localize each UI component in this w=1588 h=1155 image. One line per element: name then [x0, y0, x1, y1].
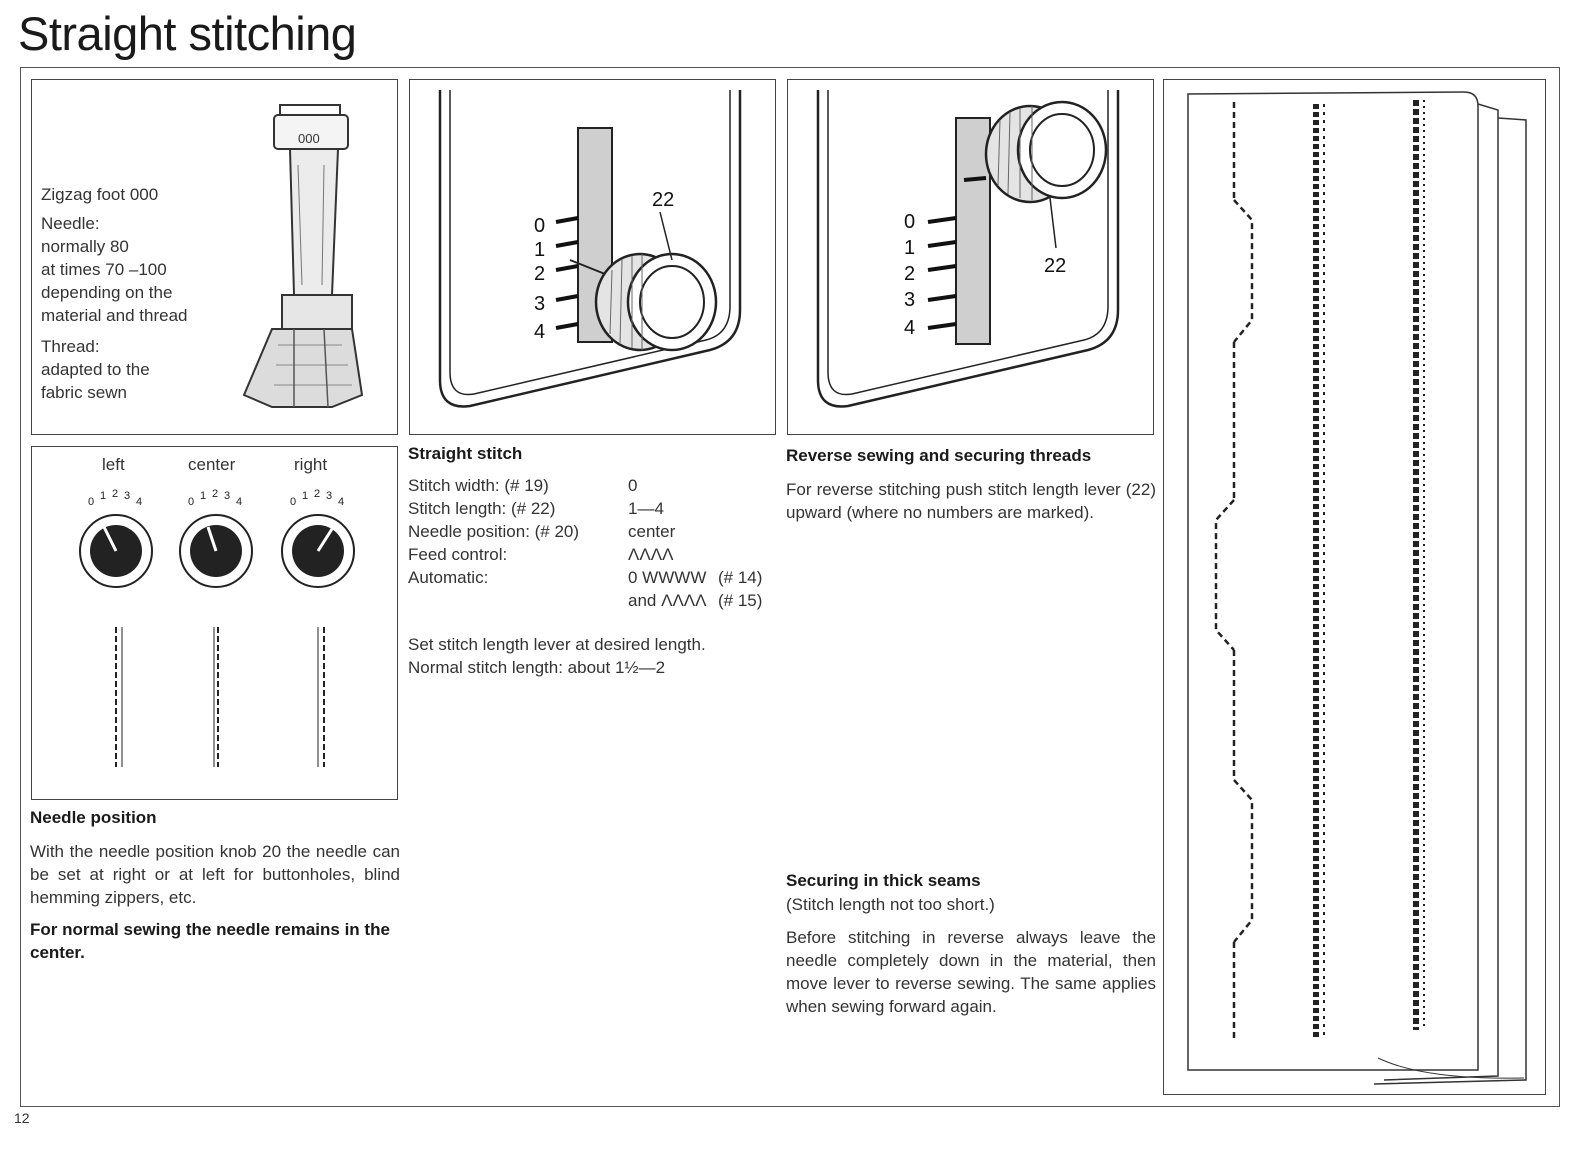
reverse-lever-illustration: 0 1 2 3 4 22 [816, 90, 1120, 408]
setting-value-stitch-length: 1—4 [628, 499, 664, 518]
needle-position-body: With the needle position knob 20 the nee… [30, 842, 400, 907]
setting-label-automatic: Automatic: [408, 568, 489, 587]
setting-label-needle-position: Needle position: (# 20) [408, 522, 580, 541]
setting-value-stitch-width: 0 [628, 476, 638, 495]
dial-left: 0 1 2 3 4 [79, 488, 153, 588]
straight-stitch-settings: Stitch width: (# 19) 0 Stitch length: (#… [408, 476, 778, 616]
scale-number-3: 3 [534, 293, 545, 315]
foot-spec-text: Zigzag foot 000 Needle: normally 80 at t… [41, 183, 251, 404]
scale-number-4: 4 [534, 321, 545, 343]
needle-note-1: depending on the [41, 283, 173, 302]
dial-label-center: center [188, 455, 236, 474]
stitch-length-note-2: Normal stitch length: about 1½—2 [408, 658, 666, 677]
dial-label-left: left [102, 455, 125, 474]
needle-label: Needle: [41, 214, 100, 233]
dial-center: 0 1 2 3 4 [179, 488, 253, 588]
dial-left-num-4: 4 [136, 496, 142, 508]
dial-center-num-1: 1 [200, 490, 206, 502]
dial-right: 0 1 2 3 4 [281, 488, 355, 588]
page-title: Straight stitching [18, 7, 357, 60]
straight-stitch-heading: Straight stitch [408, 444, 523, 463]
dial-left-num-1: 1 [100, 490, 106, 502]
page-frame [20, 67, 1560, 1107]
stitch-length-lever-illustration: 0 1 2 3 4 22 [438, 90, 742, 408]
dial-right-num-0: 0 [290, 496, 296, 508]
needle-position-panel: left center right 0 1 2 3 4 0 1 2 3 [31, 446, 398, 800]
fabric-sample-panel [1163, 79, 1546, 1095]
dial-right-num-2: 2 [314, 488, 320, 500]
setting-value-automatic: 0 WWWW [628, 568, 707, 587]
lever-callout-22: 22 [652, 189, 674, 211]
thick-seams-body: Before stitching in reverse always leave… [786, 928, 1156, 1016]
dial-right-num-3: 3 [326, 490, 332, 502]
fabric-stitch-sample-illustration [1187, 91, 1527, 1085]
dial-left-num-3: 3 [124, 490, 130, 502]
needle-position-heading: Needle position [30, 808, 157, 827]
dial-right-num-4: 4 [338, 496, 344, 508]
dial-center-num-2: 2 [212, 488, 218, 500]
foot-panel: Zigzag foot 000 Needle: normally 80 at t… [31, 79, 398, 435]
lever-figure-panel-2: 0 1 2 3 4 22 [787, 79, 1154, 435]
setting-value-needle-position: center [628, 522, 676, 541]
setting-label-stitch-length: Stitch length: (# 22) [408, 499, 556, 518]
needle-note-2: material and thread [41, 306, 188, 325]
thick-seams-subheading: (Stitch length not too short.) [786, 895, 995, 914]
setting-ref-automatic: (# 14) [718, 568, 763, 587]
thick-seams-heading: Securing in thick seams [786, 871, 981, 890]
scale-number-0: 0 [904, 211, 915, 233]
triple-seam-sample [1413, 100, 1425, 1030]
dial-center-num-4: 4 [236, 496, 242, 508]
scale-number-0: 0 [534, 215, 545, 237]
presser-foot-illustration: 000 [242, 104, 364, 408]
needle-dials-illustration: 0 1 2 3 4 0 1 2 3 4 0 1 [79, 488, 355, 767]
dial-left-num-2: 2 [112, 488, 118, 500]
stretch-seam-sample [1313, 104, 1325, 1040]
foot-name: Zigzag foot 000 [41, 185, 159, 204]
stitch-samples [115, 627, 325, 767]
dial-label-right: right [294, 455, 328, 474]
dial-left-num-0: 0 [88, 496, 94, 508]
lever-figure-panel-1: 0 1 2 3 4 22 [409, 79, 776, 435]
needle-position-note: For normal sewing the needle remains in … [30, 920, 390, 962]
scale-number-2: 2 [904, 263, 915, 285]
dial-center-num-3: 3 [224, 490, 230, 502]
page-number: 12 [14, 1110, 30, 1126]
needle-size: normally 80 [41, 237, 129, 256]
setting-value-feed-control: ΛΛΛΛ [628, 545, 674, 564]
thread-note-1: adapted to the [41, 360, 150, 379]
setting-ref-automatic-2: (# 15) [718, 591, 763, 610]
scale-number-3: 3 [904, 289, 915, 311]
scale-number-1: 1 [534, 239, 545, 261]
scale-number-2: 2 [534, 263, 545, 285]
setting-label-feed-control: Feed control: [408, 545, 508, 564]
thread-label: Thread: [41, 337, 100, 356]
scale-number-1: 1 [904, 237, 915, 259]
dial-right-num-1: 1 [302, 490, 308, 502]
dial-center-num-0: 0 [188, 496, 194, 508]
setting-label-stitch-width: Stitch width: (# 19) [408, 476, 549, 495]
lever-callout-22: 22 [1044, 255, 1066, 277]
scale-number-4: 4 [904, 317, 915, 339]
straight-seam-sample [1214, 102, 1254, 1040]
foot-code-label: 000 [298, 131, 320, 146]
setting-value-automatic-2: and ΛΛΛΛ [628, 591, 707, 610]
reverse-heading: Reverse sewing and securing threads [786, 446, 1092, 465]
thread-note-2: fabric sewn [41, 383, 127, 402]
needle-range: at times 70 –100 [41, 260, 167, 279]
reverse-body: For reverse stitching push stitch length… [786, 480, 1156, 522]
stitch-length-note-1: Set stitch length lever at desired lengt… [408, 635, 706, 654]
